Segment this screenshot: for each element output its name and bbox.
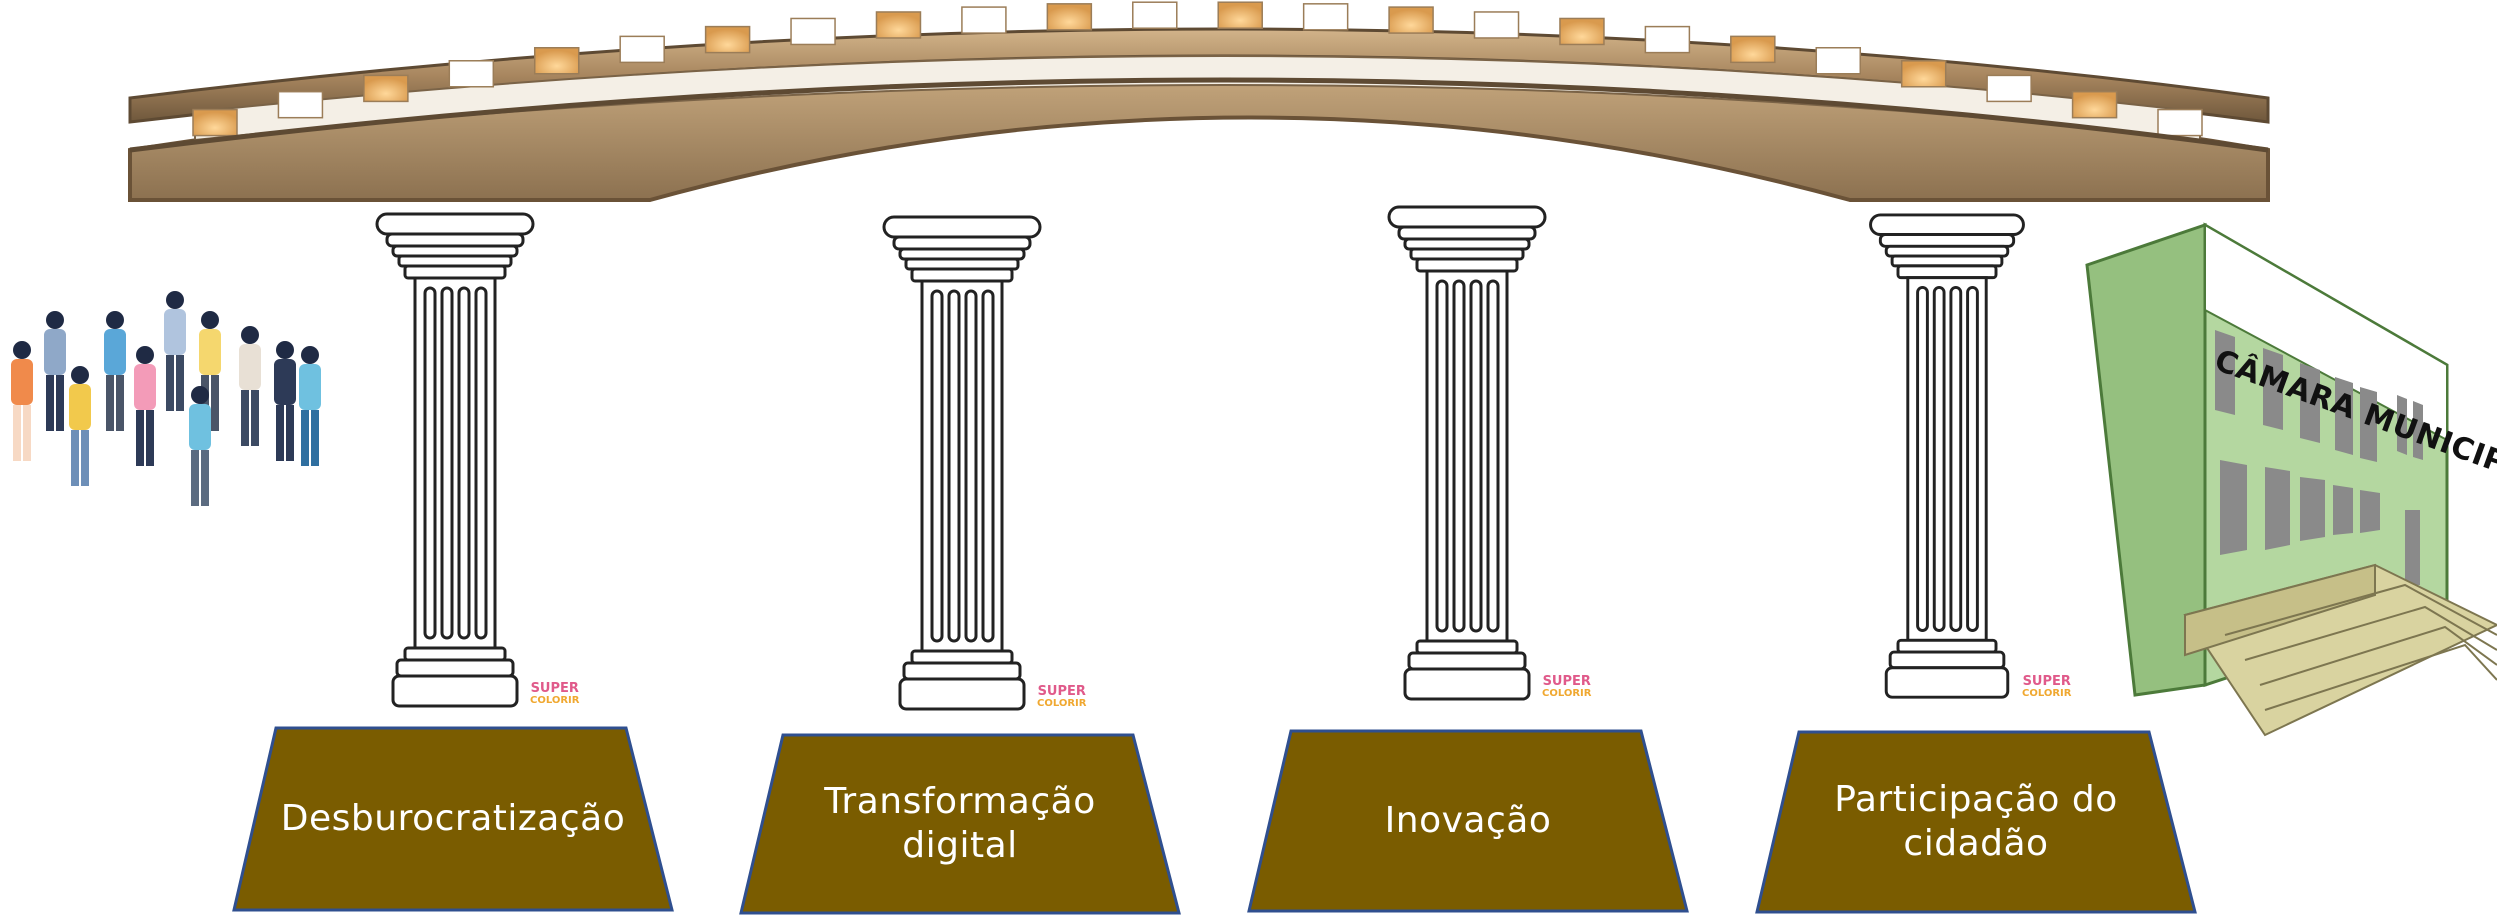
person-figure — [199, 311, 221, 431]
bridge-window — [1217, 1, 1263, 29]
watermark-logo: SUPER COLORIR — [2022, 674, 2072, 699]
bridge-window — [1132, 1, 1178, 29]
person-figure — [299, 346, 321, 466]
person-figure — [164, 291, 186, 411]
bridge-window — [192, 108, 238, 137]
bridge-window — [533, 47, 580, 75]
bridge-window — [1644, 25, 1691, 54]
pillar-base — [1247, 729, 1689, 913]
bridge-window — [1046, 3, 1093, 31]
bridge-window — [961, 6, 1007, 34]
bridge-window — [1559, 17, 1605, 46]
bridge-window — [875, 11, 922, 39]
bridge-window — [1730, 35, 1776, 64]
person-figure — [104, 311, 126, 431]
column-icon — [375, 212, 535, 708]
bridge-window — [363, 74, 409, 103]
bridge-window — [1388, 6, 1434, 34]
bridge-window — [2157, 108, 2203, 137]
pillar-base — [739, 733, 1181, 915]
bridge-window — [790, 17, 836, 46]
column-icon — [1869, 213, 2025, 699]
pillar-label-inovacao: Inovação — [1384, 800, 1552, 841]
bridge-window — [2071, 90, 2118, 119]
person-figure — [189, 386, 211, 506]
person-figure — [134, 346, 156, 466]
crowd-of-citizens-illustration — [11, 291, 321, 506]
pillar-base — [1755, 730, 2197, 914]
pillar-base — [232, 726, 674, 912]
pillar-label-transformacao-digital: Transformação digital — [824, 781, 1096, 866]
bridge-window — [448, 60, 495, 88]
bridge-window — [1900, 60, 1947, 88]
bridge-window — [1986, 74, 2032, 103]
bridge-window — [1302, 3, 1349, 31]
bridge-window — [704, 25, 751, 54]
pillar-label-participacao-do-cidadao: Participação do cidadão — [1834, 779, 2118, 864]
person-figure — [69, 366, 91, 486]
bridge-illustration — [128, 1, 2270, 202]
person-figure — [274, 341, 296, 461]
bridge-window — [1815, 47, 1862, 75]
column-icon — [882, 215, 1042, 711]
person-figure — [11, 341, 33, 461]
watermark-logo: SUPER COLORIR — [1542, 674, 1592, 699]
bridge-window — [1473, 11, 1520, 39]
bridge-window — [619, 35, 665, 64]
watermark-logo: SUPER COLORIR — [1037, 684, 1087, 709]
pillar-label-desburocratizacao: Desburocratização — [280, 798, 626, 839]
bridge-window — [277, 90, 324, 119]
column-icon — [1387, 205, 1547, 701]
watermark-logo: SUPER COLORIR — [530, 681, 580, 706]
person-figure — [239, 326, 261, 446]
person-figure — [44, 311, 66, 431]
city-hall-building-illustration — [2085, 222, 2497, 737]
